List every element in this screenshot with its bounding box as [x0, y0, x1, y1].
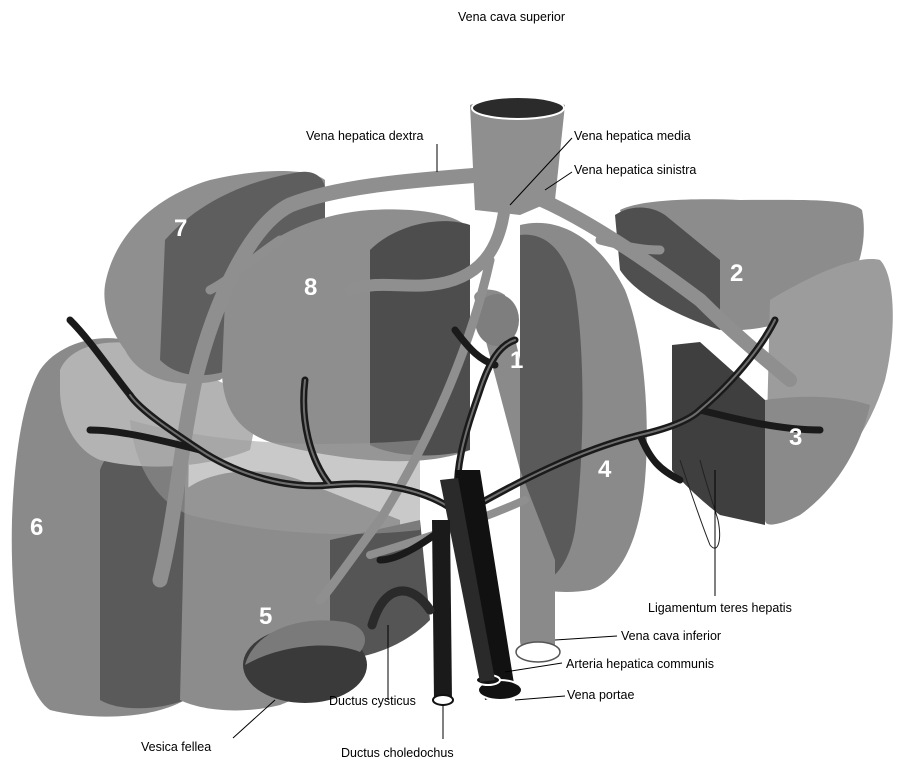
- label-ligamentum-teres-hepatis: Ligamentum teres hepatis: [648, 601, 792, 615]
- vena-cava-inferior-opening: [516, 642, 560, 662]
- label-ductus-choledochus: Ductus choledochus: [341, 746, 454, 760]
- label-vena-hepatica-media: Vena hepatica media: [574, 129, 691, 143]
- label-vena-portae: Vena portae: [567, 688, 634, 702]
- segment-number-3: 3: [789, 424, 802, 451]
- segment-number-1: 1: [510, 347, 523, 374]
- segment-number-7: 7: [174, 215, 187, 242]
- ductus-choledochus-vessel: [432, 520, 452, 700]
- segment-number-8: 8: [304, 274, 317, 301]
- liver-lobes: [12, 171, 893, 717]
- label-vena-hepatica-sinistra: Vena hepatica sinistra: [574, 163, 696, 177]
- vena-cava-superior-opening: [472, 97, 564, 119]
- segment-3-front-face: [765, 397, 870, 525]
- label-ductus-cysticus: Ductus cysticus: [329, 694, 416, 708]
- label-vena-hepatica-dextra: Vena hepatica dextra: [306, 129, 423, 143]
- segment-3-cut-face: [672, 342, 765, 525]
- segment-number-6: 6: [30, 514, 43, 541]
- label-vena-cava-inferior: Vena cava inferior: [621, 629, 721, 643]
- label-arteria-hepatica-communis: Arteria hepatica communis: [566, 657, 714, 671]
- label-vena-cava-superior: Vena cava superior: [458, 10, 565, 24]
- ductus-choledochus-opening: [433, 695, 453, 705]
- segment-number-2: 2: [730, 260, 743, 287]
- segment-number-5: 5: [259, 603, 272, 630]
- label-vesica-fellea: Vesica fellea: [141, 740, 211, 754]
- segment-number-4: 4: [598, 456, 612, 483]
- segment-8-dark-face: [370, 221, 470, 455]
